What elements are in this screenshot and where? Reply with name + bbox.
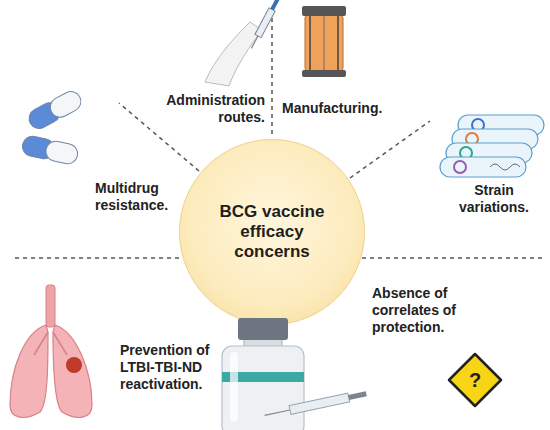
dna-squiggle xyxy=(490,164,520,170)
syringe-barrel xyxy=(289,393,350,414)
reactor-base xyxy=(302,70,346,77)
vial-highlight xyxy=(230,352,238,422)
reactor-bar xyxy=(337,16,339,70)
arm-shape xyxy=(205,22,262,86)
dashed-spoke xyxy=(119,103,199,171)
concern-label: Manufacturing. xyxy=(282,100,402,117)
syringe-barrel xyxy=(255,8,275,38)
needle xyxy=(265,410,290,415)
concern-circle: BCG vaccine efficacy concerns xyxy=(179,139,365,325)
lungs-icon xyxy=(10,285,92,417)
capsule-icon xyxy=(26,88,85,132)
warning-diamond xyxy=(449,354,501,406)
capsule-icon xyxy=(21,134,80,165)
dashed-spoke xyxy=(271,10,273,137)
reactor-body xyxy=(305,14,343,72)
bioreactor-icon xyxy=(302,6,346,77)
concern-label: Prevention of LTBI-TBI-ND reactivation. xyxy=(120,342,232,393)
bronchi xyxy=(34,332,67,355)
reactor-cap xyxy=(302,6,346,16)
syringe-plunger xyxy=(270,0,279,10)
dashed-spoke xyxy=(362,257,545,259)
plasmid-ring xyxy=(454,161,466,173)
node-text-group: BCG vaccine efficacy concerns xyxy=(202,202,342,262)
vial-body xyxy=(222,346,304,430)
concern-label: Administration routes. xyxy=(155,92,265,126)
capsule-half xyxy=(44,139,79,165)
warning-symbol: ? xyxy=(462,368,488,392)
bacterium-shape xyxy=(440,157,526,177)
trachea xyxy=(46,285,55,327)
syringe-plunger xyxy=(348,391,367,400)
reactor-bar xyxy=(309,16,311,70)
lesion-spot xyxy=(66,357,82,373)
concern-label: Strain variations. xyxy=(448,182,540,216)
strain-plasmids-icon xyxy=(440,115,544,177)
dashed-spoke xyxy=(350,121,430,178)
node-title: BCG vaccine efficacy concerns xyxy=(202,202,342,262)
syringe-icon xyxy=(248,0,280,50)
vial-cap xyxy=(238,318,288,340)
lung-left xyxy=(10,325,48,417)
capsule-half xyxy=(47,88,85,121)
concern-label: Absence of correlates of protection. xyxy=(372,285,472,336)
syringe-icon xyxy=(264,389,368,419)
dashed-spoke xyxy=(15,257,182,259)
lung-right xyxy=(53,325,92,417)
arm-syringe-icon xyxy=(205,0,281,86)
concern-label: Multidrug resistance. xyxy=(95,180,180,214)
needle xyxy=(251,36,258,48)
reactor-bar xyxy=(324,16,325,70)
